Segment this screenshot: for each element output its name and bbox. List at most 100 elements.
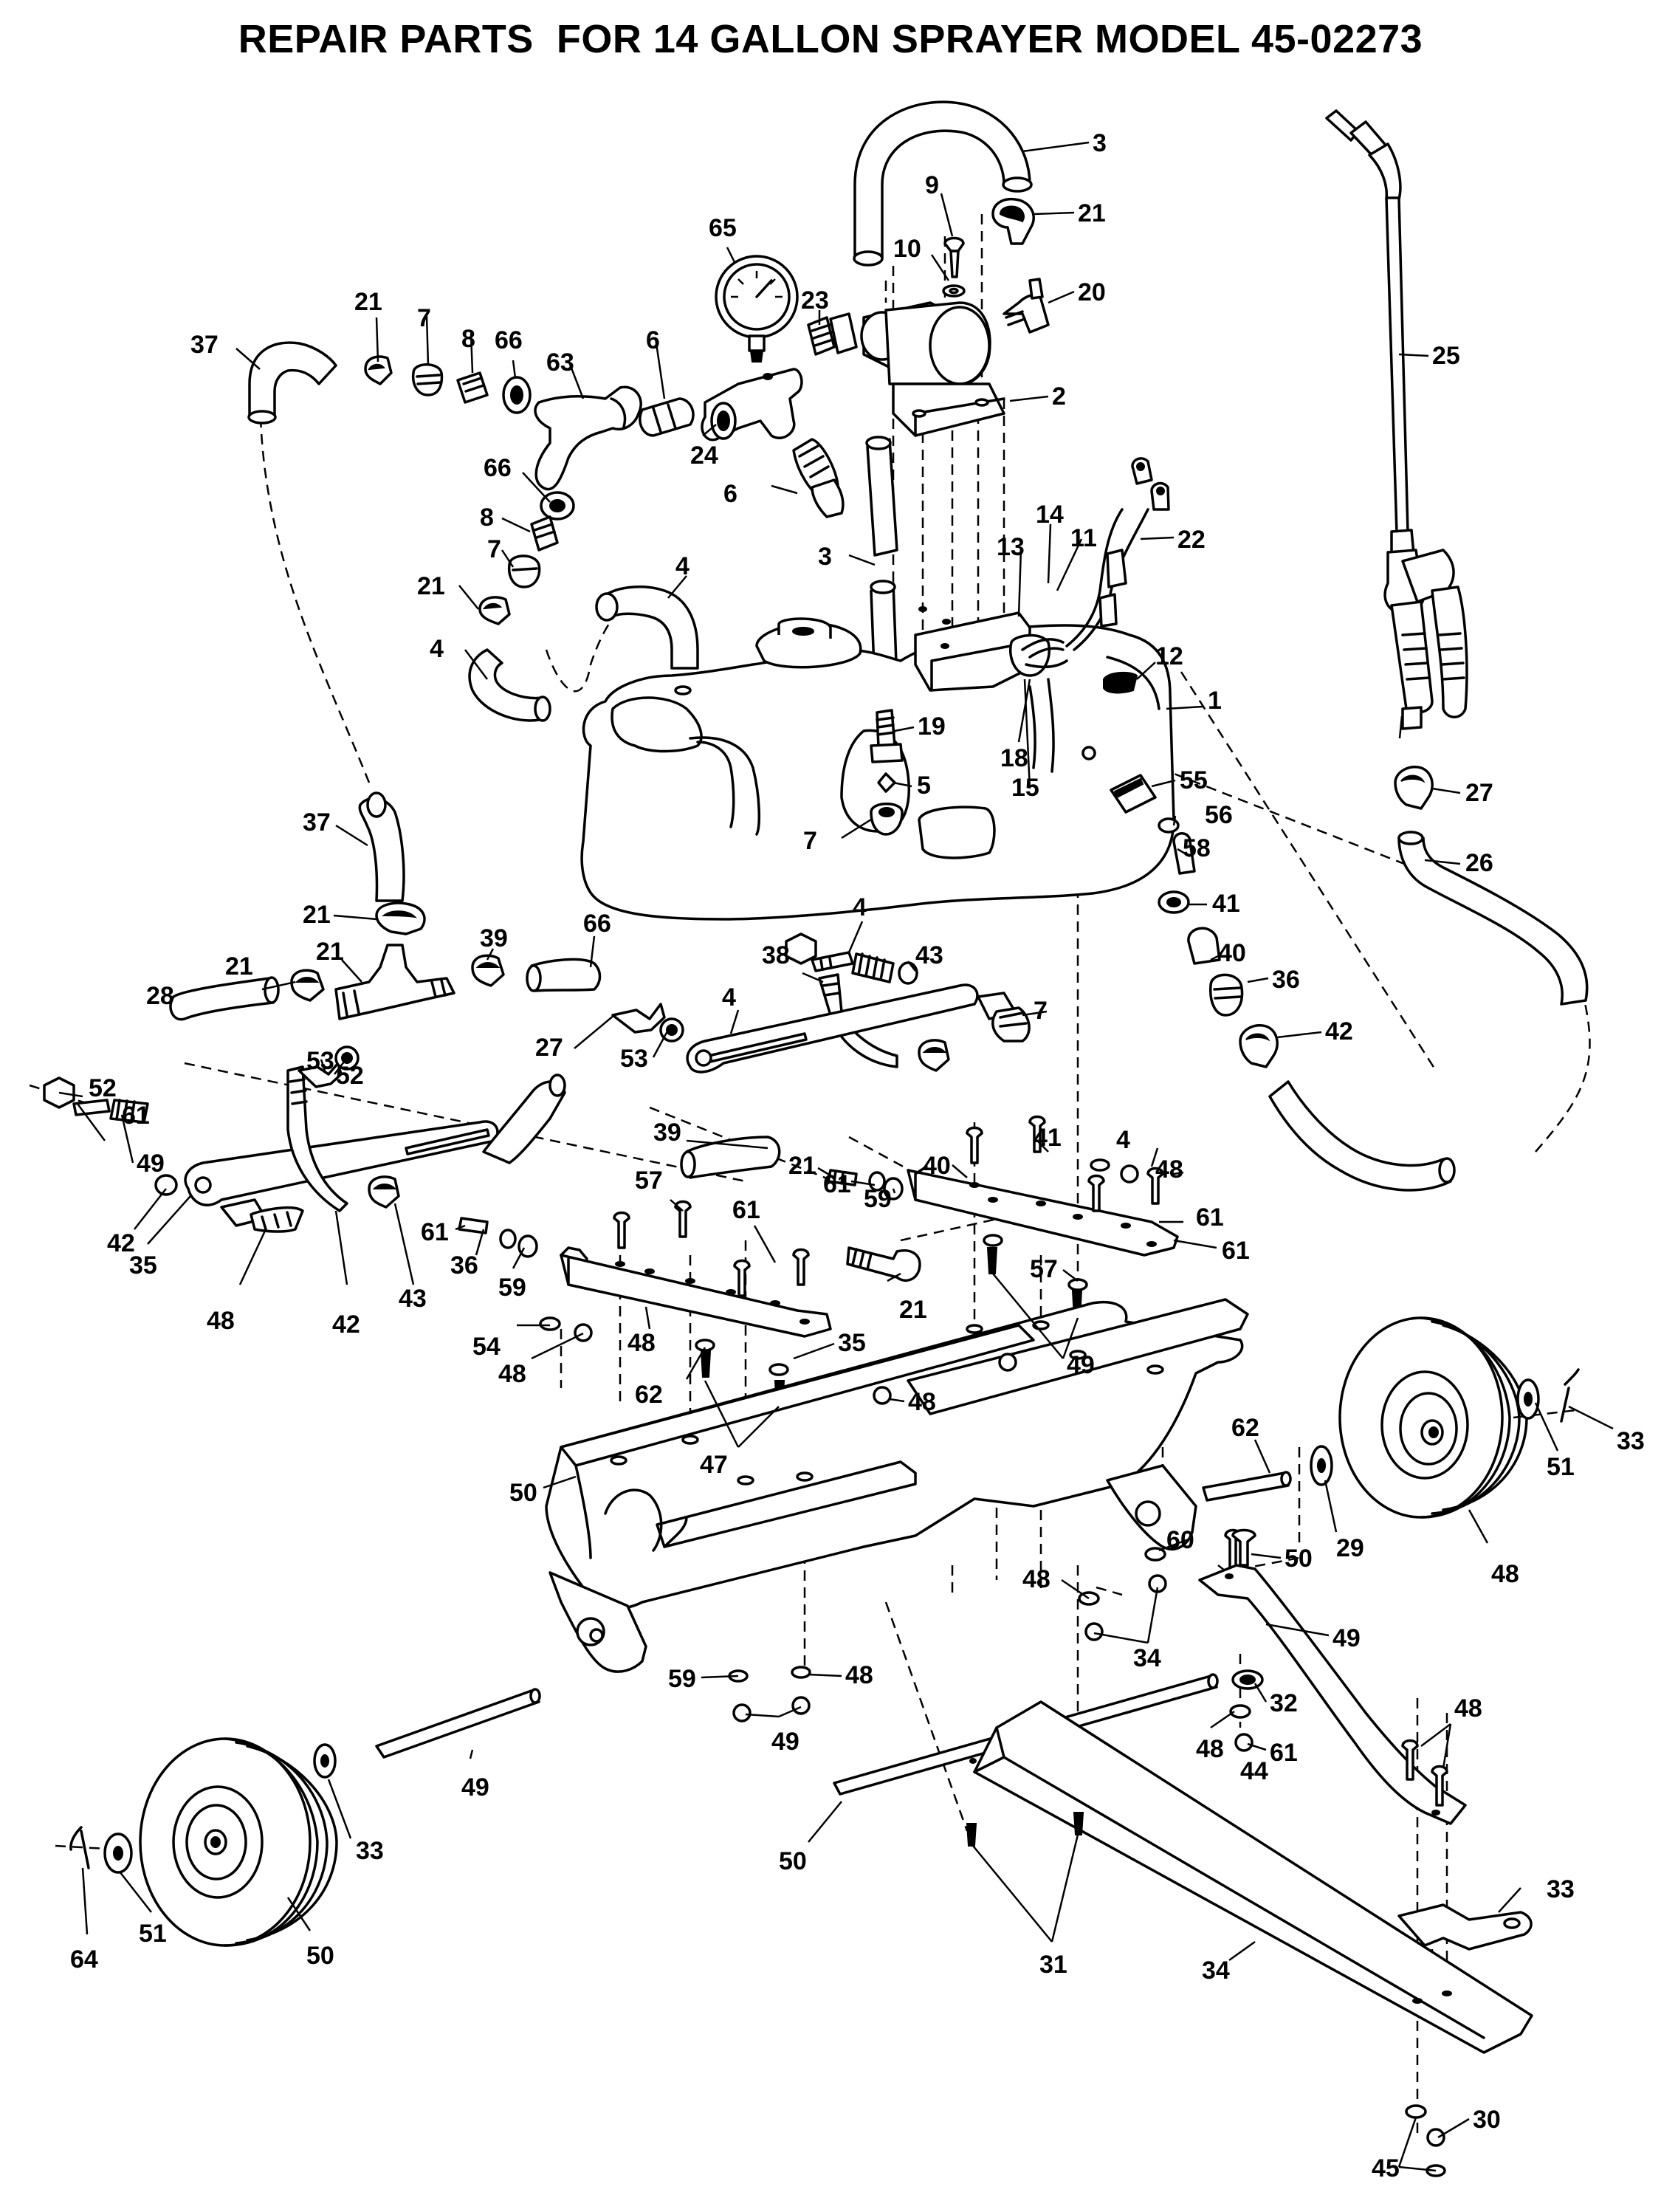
- callout: 28: [146, 982, 174, 1010]
- callout: 15: [1011, 774, 1039, 802]
- callout: 35: [129, 1251, 157, 1280]
- callout: 36: [450, 1251, 478, 1280]
- callout: 61: [1196, 1203, 1224, 1232]
- callout: 50: [509, 1479, 537, 1507]
- callout: 50: [1285, 1545, 1313, 1573]
- callout: 48: [908, 1388, 936, 1416]
- callout: 32: [1270, 1689, 1298, 1717]
- callout: 62: [1231, 1414, 1259, 1442]
- callout: 24: [690, 442, 718, 470]
- callout: 62: [635, 1381, 663, 1409]
- callout: 66: [495, 326, 523, 354]
- callout: 22: [1177, 526, 1206, 554]
- callout: 52: [89, 1074, 117, 1102]
- callout: 34: [1202, 1957, 1230, 1985]
- callout: 30: [1473, 2106, 1501, 2134]
- callout: 59: [864, 1185, 892, 1213]
- hose-3-top: [853, 100, 1033, 267]
- callout: 48: [1454, 1694, 1482, 1722]
- callout: 57: [1030, 1255, 1058, 1283]
- callout: 59: [668, 1665, 696, 1693]
- callout: 61: [122, 1102, 150, 1130]
- callout: 49: [137, 1150, 165, 1178]
- callout: 48: [1491, 1560, 1519, 1588]
- callout: 31: [1039, 1951, 1067, 1979]
- wheel-right: [1310, 1316, 1580, 1519]
- hoses-mid: [468, 436, 898, 722]
- callout: 56: [1205, 801, 1233, 829]
- callout: 66: [583, 910, 611, 938]
- callout: 12: [1155, 642, 1183, 670]
- callout: 49: [771, 1728, 799, 1756]
- callout: 7: [1034, 997, 1048, 1025]
- main-frame: [545, 1298, 1249, 1673]
- tongue-assembly: [966, 1528, 1533, 2054]
- callout: 55: [1180, 766, 1208, 794]
- leader-lines: [58, 141, 1614, 2172]
- callout: 51: [139, 1920, 167, 1948]
- callout: 13: [997, 533, 1025, 561]
- callout: 40: [1218, 939, 1246, 967]
- callout: 39: [480, 924, 508, 952]
- callout: 4: [675, 552, 689, 580]
- callout: 20: [1078, 278, 1106, 306]
- left-tee-assembly: [169, 791, 602, 1021]
- callout: 7: [487, 535, 501, 563]
- pressure-gauge: [715, 255, 799, 363]
- callout: 4: [430, 635, 444, 663]
- callout: 48: [845, 1661, 873, 1689]
- callout: 53: [620, 1045, 648, 1073]
- callout: 4: [853, 893, 867, 921]
- callout: 3: [818, 543, 832, 571]
- callout: 21: [417, 572, 445, 600]
- callout: 6: [646, 326, 660, 354]
- callout: 21: [354, 288, 382, 316]
- callout: 66: [484, 454, 512, 482]
- wheel-left: [69, 1737, 338, 1947]
- callout: 44: [1240, 1757, 1268, 1785]
- callout: 18: [1000, 744, 1028, 772]
- callout: 1: [1208, 687, 1222, 715]
- callout: 42: [332, 1311, 360, 1339]
- callout: 21: [303, 901, 331, 929]
- callout: 48: [627, 1329, 656, 1357]
- callout: 50: [779, 1847, 807, 1875]
- callout: 34: [1133, 1644, 1161, 1672]
- callout: 42: [1325, 1017, 1353, 1045]
- callout: 53: [306, 1047, 334, 1075]
- callout: 48: [1196, 1735, 1224, 1763]
- callout: 9: [925, 171, 939, 199]
- callout: 14: [1036, 501, 1064, 529]
- callout: 42: [107, 1229, 135, 1257]
- callout: 19: [918, 712, 946, 741]
- callout: 33: [356, 1837, 384, 1865]
- callout: 25: [1432, 342, 1460, 370]
- callout: 35: [838, 1329, 866, 1357]
- callout: 49: [461, 1773, 489, 1801]
- callout: 57: [635, 1167, 663, 1195]
- callout: 47: [700, 1451, 728, 1479]
- manifold-assembly: [247, 341, 845, 625]
- callout: 36: [1272, 966, 1300, 994]
- callout: 21: [788, 1152, 816, 1180]
- callout: 52: [336, 1062, 364, 1090]
- callout: 48: [207, 1307, 235, 1335]
- callout: 58: [1183, 834, 1211, 862]
- callout: 65: [709, 214, 737, 242]
- callout: 38: [762, 941, 790, 969]
- callout: 27: [535, 1034, 563, 1062]
- callout: 11: [1070, 524, 1097, 552]
- spray-wand-assembly: [1325, 109, 1468, 739]
- callout: 21: [316, 938, 344, 966]
- callout: 4: [722, 983, 736, 1011]
- callout: 41: [1034, 1124, 1062, 1152]
- callout: 49: [1067, 1351, 1095, 1379]
- callout: 61: [1270, 1739, 1298, 1767]
- callout: 43: [399, 1285, 427, 1313]
- callout-labels: 3 9 21 65 10 20 23 25 21 7 8 66 6 37 63 …: [70, 129, 1645, 2182]
- callout: 41: [1212, 890, 1240, 918]
- page-title: REPAIR PARTS FOR 14 GALLON SPRAYER MODEL…: [238, 17, 1423, 61]
- callout: 61: [421, 1218, 449, 1246]
- callout: 51: [1547, 1453, 1575, 1481]
- callout: 26: [1465, 849, 1493, 877]
